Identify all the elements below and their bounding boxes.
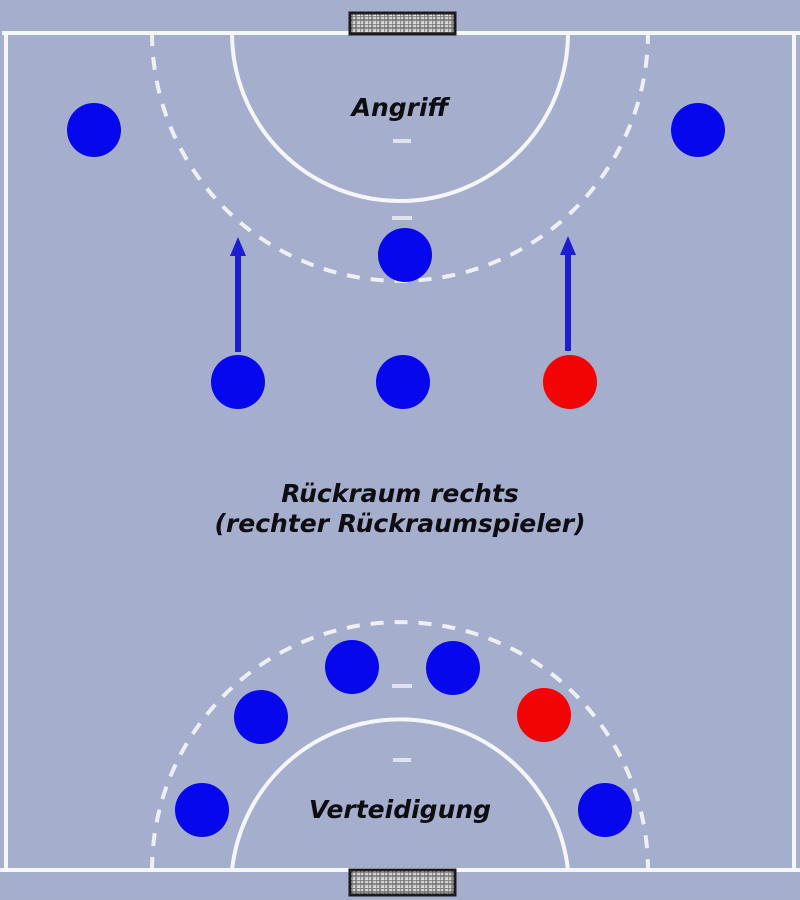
player-attack-left-wing	[67, 103, 121, 157]
players	[67, 103, 725, 837]
movement-arrow-right-head	[560, 236, 576, 255]
movement-arrow-left-head	[230, 237, 246, 256]
player-defense-outside-left	[175, 783, 229, 837]
free-throw-arc-bottom	[150, 620, 650, 871]
label-position-line1: Rückraum rechts	[281, 479, 519, 508]
goal-area-arc-top	[230, 32, 570, 203]
player-defense-half-right-highlighted	[517, 688, 571, 742]
goal-area-arc-bottom	[230, 717, 570, 871]
player-attack-back-center	[376, 355, 430, 409]
player-defense-half-left	[234, 690, 288, 744]
player-attack-back-left	[211, 355, 265, 409]
goal-top	[348, 11, 457, 36]
label-angriff: Angriff	[350, 93, 451, 122]
movement-arrows	[230, 236, 576, 352]
label-verteidigung: Verteidigung	[309, 795, 491, 824]
player-defense-center-right	[426, 641, 480, 695]
player-attack-pivot	[378, 228, 432, 282]
player-defense-outside-right	[578, 783, 632, 837]
player-attack-back-right-highlighted	[543, 355, 597, 409]
player-attack-right-wing	[671, 103, 725, 157]
goal-bottom	[348, 868, 457, 897]
label-position-line2: (rechter Rückraumspieler)	[214, 509, 585, 538]
player-defense-center-left	[325, 640, 379, 694]
